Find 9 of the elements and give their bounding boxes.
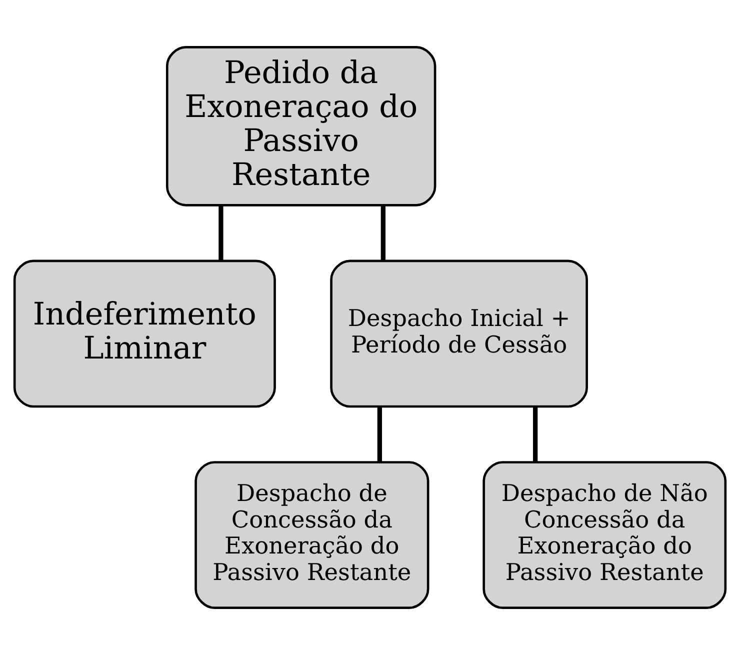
node-box: Despacho de Concessão da Exoneração do Passivo Restante	[194, 460, 430, 608]
node-box: Despacho de Não Concessão da Exoneração do Passivo Restante	[482, 460, 727, 608]
node-box: Despacho Inicial + Período de Cessão	[330, 259, 588, 408]
connector	[533, 406, 538, 462]
node-box: Indeferimento Liminar	[13, 259, 276, 408]
connector	[380, 204, 386, 260]
connector	[377, 406, 382, 462]
connector	[218, 204, 224, 260]
node-box: Pedido da Exoneraçao do Passivo Restante	[166, 46, 436, 206]
